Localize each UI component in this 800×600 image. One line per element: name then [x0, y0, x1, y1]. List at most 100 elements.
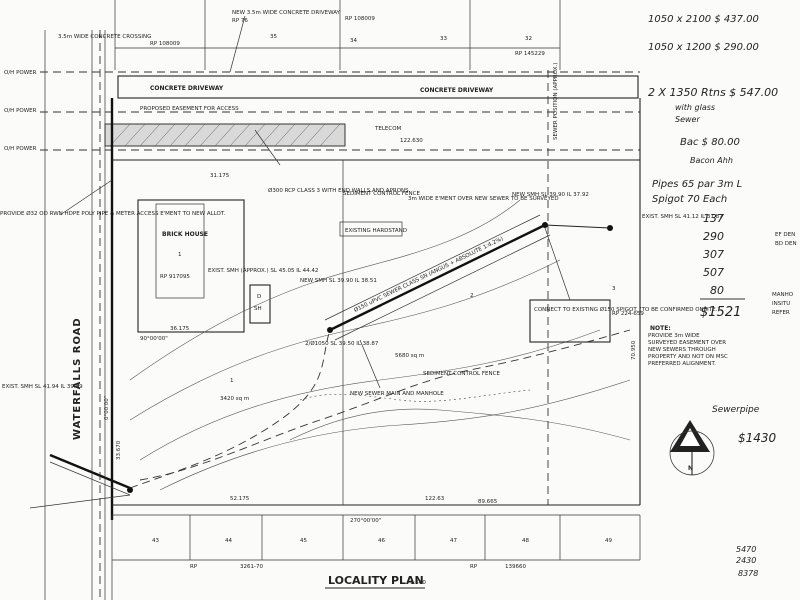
property-boundary	[110, 98, 641, 520]
dim-house: 36.175	[170, 326, 190, 332]
hand-sewerpipe-value: $1430	[738, 431, 777, 445]
shed-outline	[249, 284, 271, 324]
dim-left: 33.670	[116, 440, 122, 460]
bottom-rp-1: RP	[190, 564, 198, 570]
sediment-fence-label-2: SEDIMENT CONTROL FENCE	[423, 371, 500, 377]
top-lot-35: 35	[270, 34, 277, 40]
top-lot-33: 33	[440, 36, 447, 42]
top-rp-4: RP 145229	[515, 51, 545, 57]
new-smh-top-label: NEW SMH SL 39.90 IL 37.92	[512, 192, 589, 198]
lot2-rp: RP 224-659	[612, 311, 644, 317]
exist-smh-house-label: EXIST. SMH (APPROX.) SL 45.05 IL 44.42	[208, 268, 318, 274]
top-lot-34: 34	[350, 38, 357, 44]
overhead-power-lines	[40, 71, 640, 151]
bottom-lot-48: 48	[522, 538, 529, 544]
top-rp-3: RP 108009	[345, 16, 375, 22]
hand-bottom-2: 2430	[736, 556, 756, 565]
dim-right-bottom: 89.665	[478, 499, 498, 505]
hand-figure-3: 307	[703, 248, 724, 261]
shed-d-label: D	[257, 294, 261, 300]
locality-plan-title: LOCALITY PLAN	[328, 574, 424, 587]
right-edge-1: EF DEN	[775, 232, 795, 238]
locality-plan-scale: 1:500	[410, 580, 426, 586]
exist-smh-right-marker	[607, 225, 613, 231]
note-title: NOTE:	[650, 325, 671, 332]
new-sewer-main-label: NEW SEWER MAIN AND MANHOLE	[350, 391, 444, 397]
connect-existing-label: CONNECT TO EXISTING Ø150 SPIGOT. (TO BE …	[534, 306, 719, 313]
waterfalls-road	[44, 30, 106, 600]
dim-bottom: 52.175	[230, 496, 250, 502]
lot1-number: 1	[230, 378, 234, 384]
right-edge-3: MANHO	[772, 292, 794, 298]
right-edge-4: INSITU	[772, 301, 790, 307]
bearing-bottom: 270°00'00"	[350, 518, 381, 524]
bearing-left: 0°00'00"	[104, 396, 110, 420]
sewer-link-dashed	[129, 329, 331, 489]
oh-power-label-2: O/H POWER	[4, 108, 37, 114]
sediment-fence-label-1: SEDIMENT CONTROL FENCE	[343, 191, 420, 197]
lot2-number: 2	[470, 293, 474, 299]
sediment-control-fence	[139, 329, 631, 481]
hand-line3b: with glass	[675, 103, 715, 112]
lot-area-mid: 5680 sq m	[395, 353, 424, 359]
concrete-driveway-label-1: CONCRETE DRIVEWAY	[150, 85, 224, 92]
provide-sewer-leader	[59, 179, 113, 216]
rcp-leader	[254, 129, 281, 166]
concrete-driveway-strip	[117, 75, 639, 99]
top-rp-2: RP 76	[232, 18, 248, 24]
bottom-lot-46: 46	[378, 538, 385, 544]
hand-figure-4: 507	[703, 266, 724, 279]
house-rp: RP 917095	[160, 274, 190, 280]
bottom-lot-45: 45	[300, 538, 307, 544]
hand-line1: 1050 x 2100 $ 437.00	[648, 14, 759, 25]
new-smh-top-marker	[542, 222, 548, 228]
rcp-label: Ø300 RCP CLASS 3 WITH END WALLS AND APRO…	[268, 187, 409, 194]
bottom-lot-43: 43	[152, 538, 159, 544]
house-lot-number: 1	[178, 252, 182, 258]
bottom-rp-4: 139660	[505, 564, 526, 570]
road-connection-line-1	[49, 453, 131, 490]
bottom-rp-2: 3261-70	[240, 564, 263, 570]
existing-hardstand-box	[339, 221, 403, 237]
hand-line3: 2 X 1350 Rtns $ 547.00	[648, 86, 778, 99]
dim-telecom: 122.630	[400, 138, 423, 144]
dim-top: 31.175	[210, 173, 230, 179]
shed-label: SH	[254, 306, 262, 312]
bottom-lot-49: 49	[605, 538, 612, 544]
note-body-wrap: PROVIDE 3m WIDE SURVEYED EASEMENT OVER N…	[648, 333, 728, 367]
exist-smh-right-label: EXIST. SMH SL 41.12 IL 37.87	[642, 214, 723, 220]
bottom-lot-44: 44	[225, 538, 232, 544]
new-driveway-label: NEW 3.5m WIDE CONCRETE DRIVEWAY	[232, 10, 341, 16]
sediment-fence-ticks	[299, 389, 531, 402]
top-lot-32: 32	[525, 36, 532, 42]
right-edge-5: REFER	[772, 310, 790, 316]
connect-existing-leader	[544, 227, 571, 301]
hand-pipe2: Spigot 70 Each	[652, 194, 727, 205]
new-smh-mid-label: NEW SMH SL 39.90 IL 38.51	[300, 278, 377, 284]
easement-sewer-label: 3m WIDE E'MENT OVER NEW SEWER TO BE SURV…	[408, 196, 559, 202]
new-smh-mid-marker	[327, 327, 333, 333]
lot3-number: 3	[612, 286, 616, 292]
hand-figure-5: 80	[710, 284, 724, 297]
brick-house-inner	[155, 203, 205, 299]
north-arrow	[669, 420, 715, 476]
note-body: PROVIDE 3m WIDE SURVEYED EASEMENT OVER N…	[648, 333, 728, 367]
brick-house-label: BRICK HOUSE	[162, 231, 208, 238]
dim-mid-bottom: 122.63	[425, 496, 445, 502]
exist-smh-left-label: EXIST. SMH SL 41.94 IL 39.89	[2, 384, 83, 390]
hand-bottom-1: 5470	[736, 545, 756, 554]
driveway-leader	[229, 15, 246, 73]
sewer-position-label: SEWER POSITION (APPROX.)	[553, 63, 559, 140]
bottom-lot-47: 47	[450, 538, 457, 544]
lot1-area: 3420 sq m	[220, 396, 249, 402]
bottom-rp-3: RP	[470, 564, 478, 570]
bottom-lot-boundaries	[111, 515, 641, 600]
oh-power-label-1: O/H POWER	[4, 70, 37, 76]
dim-right: 70.950	[631, 340, 637, 360]
hand-pipe1: Pipes 65 par 3m L	[652, 179, 742, 190]
road-connection-line-2	[49, 461, 131, 496]
telecom-label: TELECOM	[374, 126, 402, 132]
sewer-main-leader	[359, 339, 381, 389]
hand-figure-2: 290	[703, 230, 724, 243]
